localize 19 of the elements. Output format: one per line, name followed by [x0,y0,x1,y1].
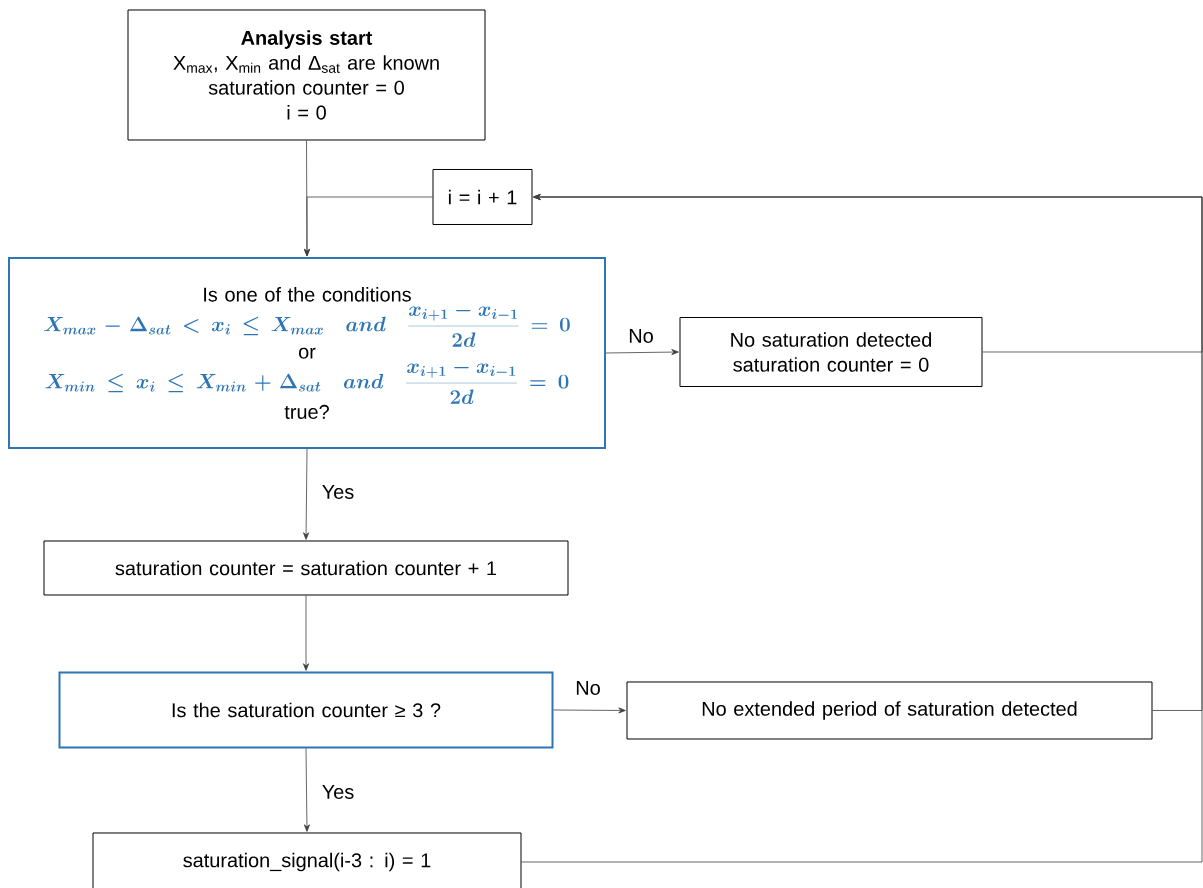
process-box: Analysis start X$_{max}$, X$_{min}$ and Δ$_{sat}$ are known saturation counter = 0 i = 0 [127,9,486,141]
decision-box: Is the saturation counter ≥ 3 ? [58,671,554,749]
arrow [303,595,309,671]
process-box: saturation counter = saturation counter + 1 [43,540,569,596]
process-box: saturation_signal(i-3 : i) = 1 [92,832,522,888]
process-box: No saturation detected saturation counter = 0 [679,317,983,387]
edge-label: Yes [320,484,356,500]
edge-label: No [627,328,655,344]
process-box: No extended period of saturation detected [626,681,1153,740]
edge-label: No [574,680,602,696]
arrow [303,448,310,540]
arrow [553,707,626,714]
arrow [304,196,433,257]
process-box: i = i + 1 [432,169,533,225]
arrow [605,349,679,356]
decision-box: Is one of the conditions $X_{max}-\Delta_{sat}< x_i\leq X_{max}\;\; and\;\; \frac{x_{i+1}-x_{i-1}}{2d}=0$ or $X_{min}\leq x_i\leq X_{min}+\Delta_{sat}\;\; and\;\; \frac{x_{i+1}-x_{i-1}}{2d}=0$ true? [8,257,606,449]
edge-label: Yes [320,784,356,800]
arrow [303,748,310,832]
arrow [521,194,1203,863]
